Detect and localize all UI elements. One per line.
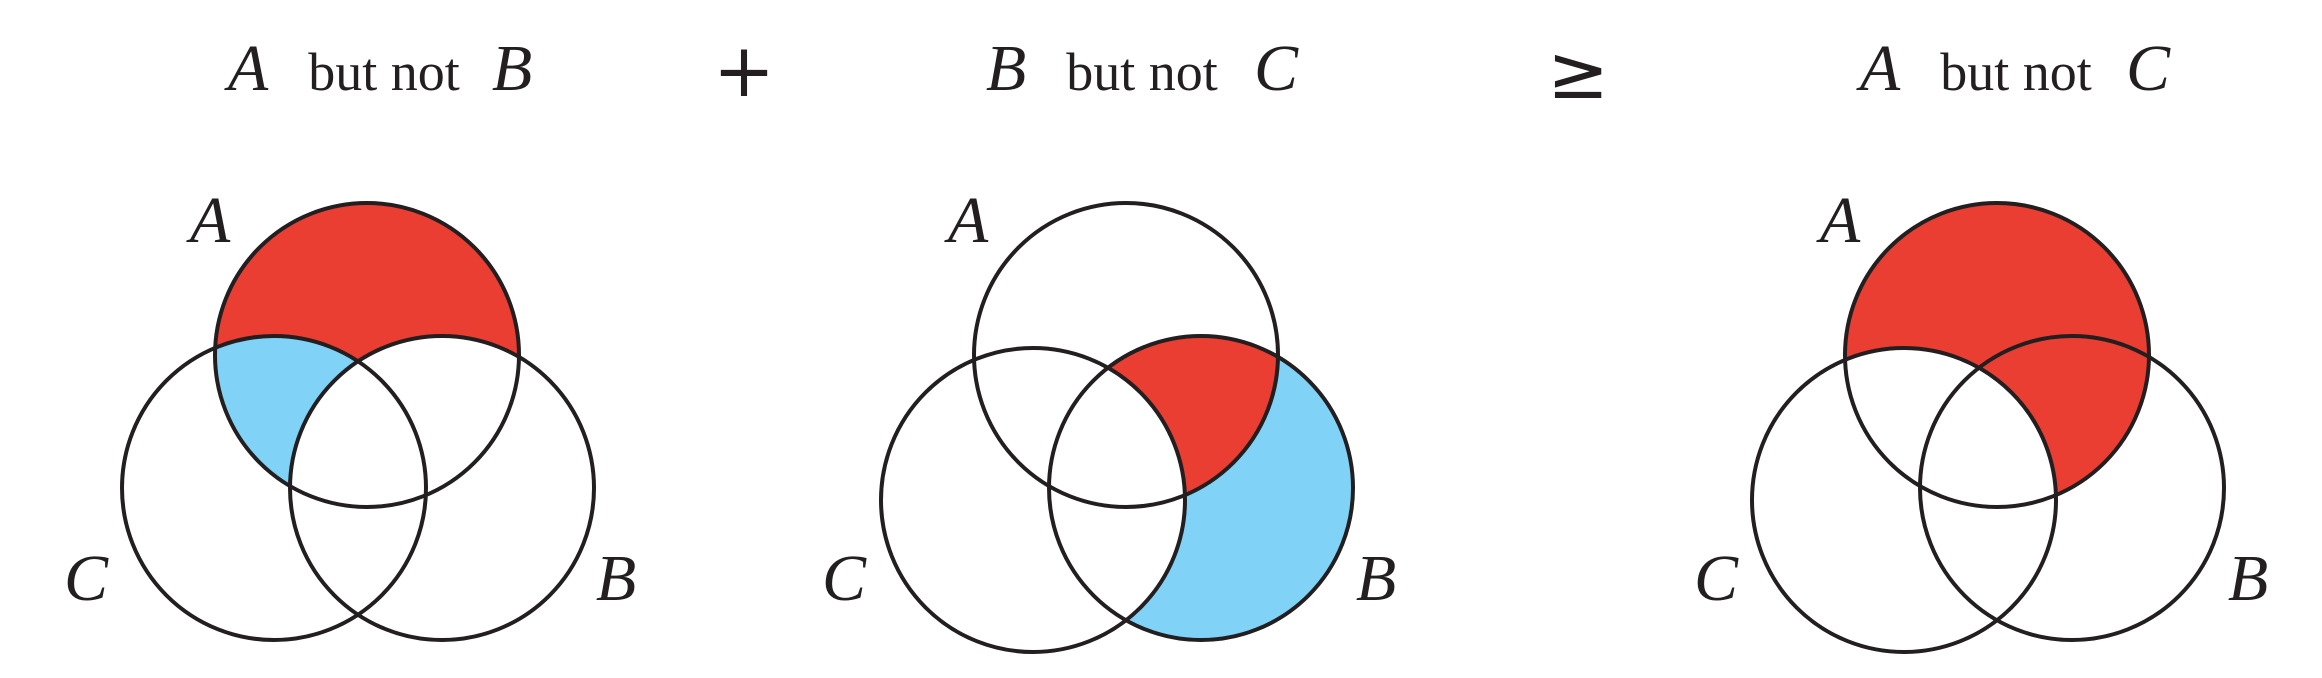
- venn-panel-3: A C B: [1694, 184, 2268, 654]
- panel-3-circle-b: [1918, 334, 2226, 642]
- venn-panel-2: A C B: [822, 184, 1396, 654]
- panel-3-circle-c: [1750, 346, 2058, 654]
- title-1-var-a: A: [224, 32, 269, 105]
- title-2-var-c: C: [1254, 32, 1299, 105]
- plus-operator: +: [713, 28, 775, 114]
- title-2-words: but not: [1066, 42, 1218, 102]
- panel-3-label-b: B: [2228, 542, 2268, 615]
- panel-3-label-a: A: [1816, 184, 1861, 257]
- panel-1-circle-b: [288, 334, 596, 642]
- panel-2-label-b: B: [1356, 542, 1396, 615]
- panel-1-circle-c: [120, 334, 428, 642]
- title-1-words: but not: [308, 42, 460, 102]
- panel-2-circle-b: [1047, 334, 1355, 642]
- panel-1-label-c: C: [64, 542, 109, 615]
- panel-2-label-a: A: [944, 184, 989, 257]
- title-3-var-c: C: [2126, 32, 2171, 105]
- title-3: A but not C: [1856, 32, 2171, 105]
- panel-2-label-c: C: [822, 542, 867, 615]
- title-2: B but not C: [986, 32, 1299, 105]
- panel-2-region-c-cut: [881, 348, 1185, 652]
- greater-equal-operator: ≥: [1547, 30, 1609, 116]
- panel-2-circle-c: [879, 346, 1187, 654]
- title-1: A but not B: [224, 32, 532, 105]
- title-1-var-b: B: [492, 32, 532, 105]
- panel-1-label-b: B: [596, 542, 636, 615]
- panel-3-label-c: C: [1694, 542, 1739, 615]
- title-3-var-a: A: [1856, 32, 1901, 105]
- panel-1-label-a: A: [186, 184, 231, 257]
- title-3-words: but not: [1940, 42, 2092, 102]
- title-2-var-b: B: [986, 32, 1026, 105]
- venn-panel-1: A C B: [64, 184, 636, 642]
